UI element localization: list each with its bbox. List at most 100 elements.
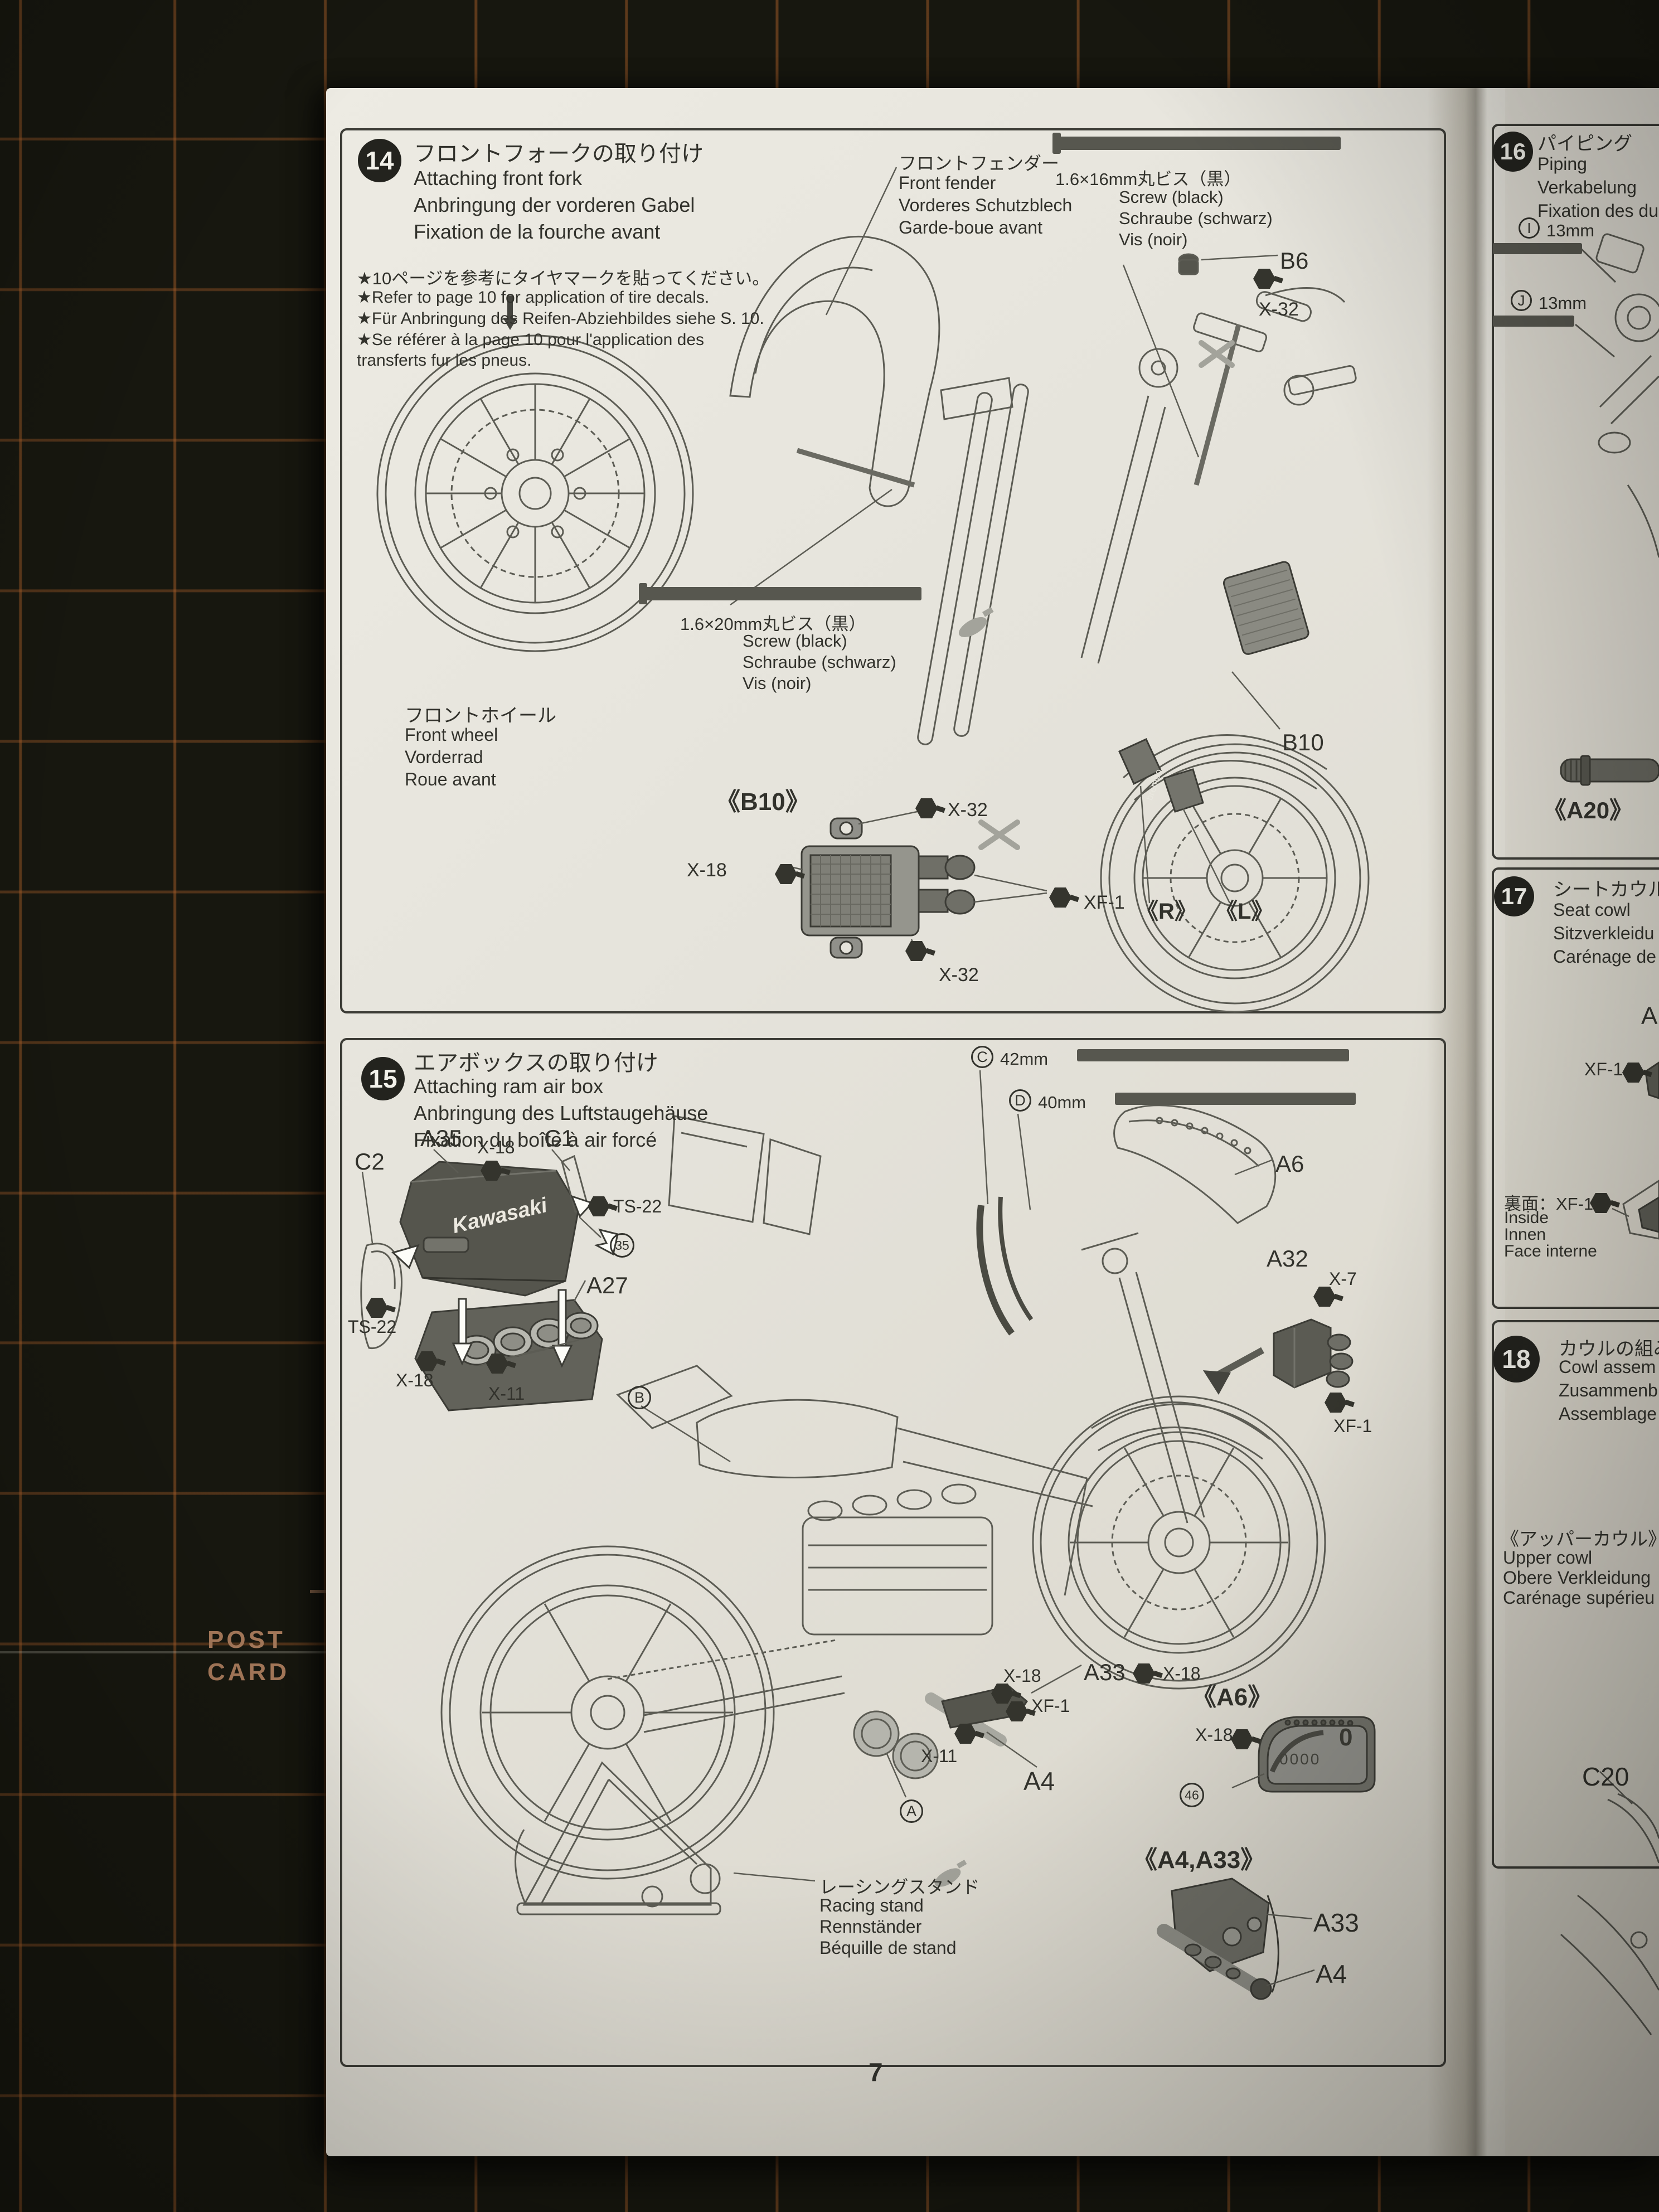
step14-title-de: Anbringung der vorderen Gabel (414, 193, 695, 217)
screw16-label-en: Screw (black) (1119, 187, 1224, 207)
part-label-a27: A27 (586, 1272, 628, 1299)
page-fold-shadow (1427, 88, 1511, 2156)
step17-title-en: Seat cowl (1553, 900, 1631, 920)
step15-title-ja: エアボックスの取り付け (414, 1045, 658, 1077)
paint-label-x11-a27: X-11 (488, 1384, 525, 1404)
step18-title-ja: カウルの組み (1559, 1333, 1659, 1361)
paint-label-x18-a35: X-18 (477, 1137, 515, 1158)
upper-cowl-label-ja: 《アッパーカウル》 (1501, 1524, 1659, 1551)
tube-i-bar (1493, 243, 1582, 254)
screw20-bar-drawing (646, 587, 921, 600)
screw16-head-drawing (1052, 133, 1061, 154)
front-wheel-label-en: Front wheel (405, 725, 498, 745)
racing-stand-label-de: Rennständer (819, 1917, 921, 1937)
screw20-head-drawing (639, 583, 647, 604)
front-wheel-label-fr: Roue avant (405, 769, 496, 790)
paint-label-x18-a27: X-18 (396, 1370, 434, 1391)
step17-title-fr: Carénage de (1553, 947, 1656, 967)
tube-j-bar (1493, 316, 1574, 327)
caliper-label-left: 《L》 (1215, 893, 1273, 925)
step14-number-badge: 14 (358, 139, 401, 182)
part-label-c1: C1 (544, 1125, 574, 1152)
step15-title-de: Anbringung des Luftstaugehäuse (414, 1102, 708, 1125)
screw20-label-de: Schraube (schwarz) (743, 652, 896, 672)
part-label-cut: A (1641, 1002, 1657, 1030)
screw16-size-label: 1.6×16mm丸ビス（黒） (1055, 165, 1241, 190)
part-label-c2: C2 (355, 1148, 385, 1175)
part-label-c20: C20 (1582, 1762, 1629, 1792)
tube-i-badge: I (1519, 217, 1540, 239)
tube-d-length: 40mm (1038, 1093, 1086, 1113)
screw16-bar-drawing (1059, 137, 1341, 150)
paint-label-x32-top: X-32 (948, 799, 988, 821)
front-fender-label-en: Front fender (899, 173, 996, 193)
paint-label-xf1-peg: XF-1 (1031, 1696, 1070, 1716)
racing-stand-label-fr: Béquille de stand (819, 1938, 957, 1958)
inset-label-a20: 《A20》 (1543, 792, 1633, 826)
step18-number-badge: 18 (1493, 1336, 1540, 1382)
step18-title-fr: Assemblage (1559, 1404, 1657, 1424)
tube-a-badge: A (900, 1799, 923, 1823)
front-fender-label-de: Vorderes Schutzblech (899, 195, 1072, 216)
panel-odometer-digits: 0000 (1279, 1750, 1321, 1768)
part-label-a35: A35 (420, 1125, 462, 1152)
step14-title-fr: Fixation de la fourche avant (414, 220, 660, 244)
step16-title-ja: パイピング (1537, 128, 1632, 156)
step16-title-fr: Fixation des du (1537, 201, 1658, 221)
paint-label-xf1: XF-1 (1084, 892, 1125, 914)
panel-speed-digit: 0 (1339, 1724, 1352, 1752)
step17-number-badge: 17 (1494, 876, 1534, 916)
tube-c-length: 42mm (1000, 1049, 1048, 1069)
step16-title-en: Piping (1537, 154, 1587, 174)
tube-c-bar (1077, 1049, 1349, 1061)
upper-cowl-label-en: Upper cowl (1503, 1548, 1592, 1568)
mat-accent-line (0, 1651, 326, 1653)
screw16-label-fr: Vis (noir) (1119, 230, 1187, 250)
paint-label-x32-b6: X-32 (1259, 299, 1299, 321)
step16-number-badge: 16 (1493, 132, 1533, 172)
part-label-a32: A32 (1267, 1245, 1308, 1272)
paint-label-xf1-a32: XF-1 (1333, 1416, 1372, 1437)
step14-note-en: ★Refer to page 10 for application of tir… (357, 288, 709, 307)
upper-cowl-label-fr: Carénage supérieu (1503, 1588, 1655, 1608)
step15-title-fr: Fixation du boîte à air forcé (414, 1128, 657, 1152)
screw20-label-en: Screw (black) (743, 631, 847, 651)
step18-panel (1492, 1320, 1659, 1869)
step14-note-ja: ★10ページを参考にタイヤマークを貼ってください。 (357, 264, 769, 289)
tube-b-badge: B (628, 1386, 651, 1409)
inset-label-a6: 《A6》 (1192, 1677, 1272, 1713)
step18-title-de: Zusammenb (1559, 1380, 1658, 1401)
front-fender-label-ja: フロントフェンダー (899, 149, 1059, 175)
step14-title-ja: フロントフォークの取り付け (414, 135, 704, 168)
step15-number-badge: 15 (361, 1057, 405, 1100)
inside-label-fr: Face interne (1504, 1242, 1597, 1261)
step15-title-en: Attaching ram air box (414, 1075, 603, 1098)
part-label-a4: A4 (1023, 1766, 1055, 1796)
step14-note-de: ★Für Anbringung des Reifen-Abziehbildes … (357, 309, 764, 328)
front-wheel-label-de: Vorderrad (405, 747, 483, 768)
step17-title-de: Sitzverkleidu (1553, 923, 1654, 944)
front-wheel-label-ja: フロントホイール (405, 700, 556, 727)
step14-panel (340, 128, 1446, 1013)
paint-label-xf1-cowl: XF-1 (1584, 1059, 1623, 1080)
part-label-b10: B10 (1282, 729, 1324, 756)
tube-c-badge: C (971, 1046, 993, 1068)
tube-i-length: 13mm (1546, 221, 1594, 241)
screw16-label-de: Schraube (schwarz) (1119, 208, 1273, 229)
tube-j-badge: J (1511, 290, 1532, 311)
part-label-a33: A33 (1084, 1659, 1126, 1686)
caliper-label-right: 《R》 (1136, 893, 1197, 925)
paint-label-x32-bot: X-32 (939, 964, 979, 986)
tube-d-badge: D (1009, 1089, 1031, 1112)
racing-stand-label-ja: レーシングスタンド (819, 1873, 979, 1899)
step16-panel (1492, 124, 1659, 860)
page-number: 7 (869, 2057, 883, 2087)
mat-postcard-text-line2: CARD (207, 1657, 289, 1688)
step18-title-en: Cowl assem (1559, 1357, 1656, 1377)
step16-title-de: Verkabelung (1537, 177, 1637, 198)
part-label-b6: B6 (1280, 248, 1308, 274)
tube-d-bar (1115, 1093, 1356, 1105)
paint-label-x18-a33: X-18 (1163, 1663, 1201, 1684)
step17-panel (1492, 867, 1659, 1309)
step15-panel (340, 1038, 1446, 2067)
